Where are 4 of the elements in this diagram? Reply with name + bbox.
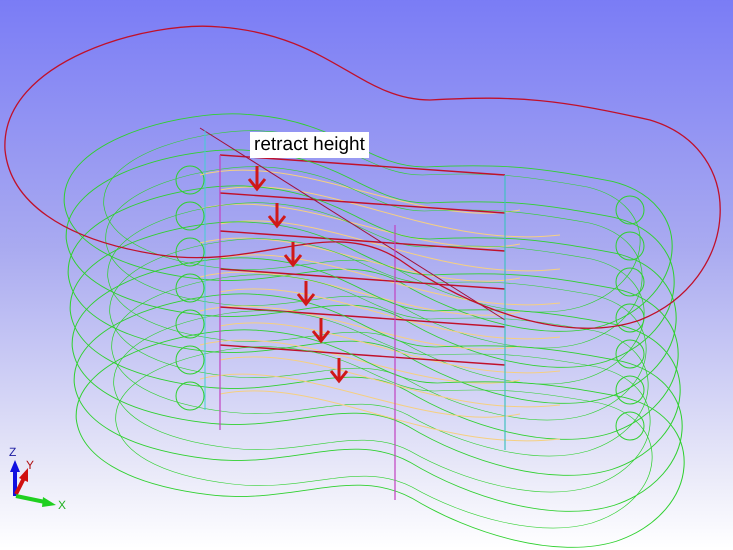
axis-label: X — [58, 499, 66, 512]
axis-label: Y — [26, 459, 34, 472]
annotation-label: retract height — [250, 132, 369, 158]
axis-label: Z — [9, 446, 16, 459]
